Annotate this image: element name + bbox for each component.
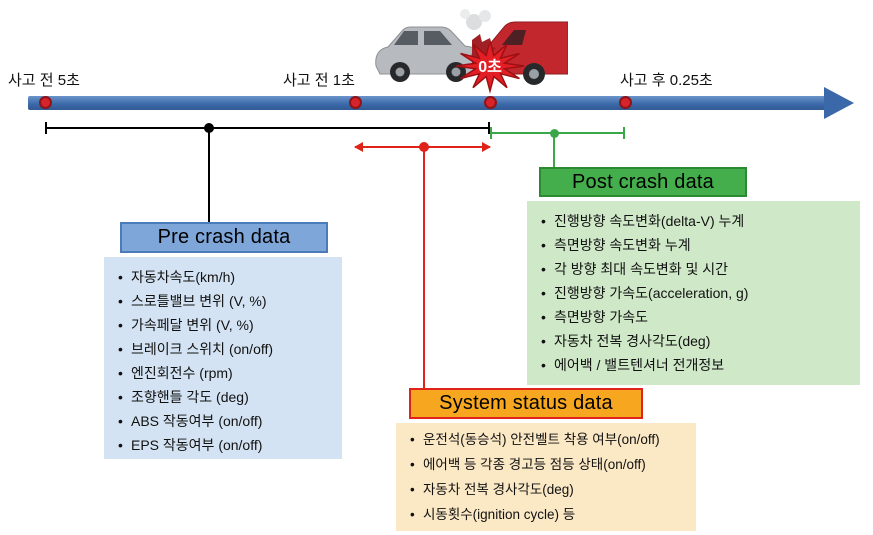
pre-crash-list: 자동차속도(km/h)스로틀밸브 변위 (V, %)가속페달 변위 (V, %)… (104, 257, 342, 463)
list-item: EPS 작동여부 (on/off) (118, 433, 334, 457)
range-tick (623, 127, 625, 139)
pre-crash-range-line (45, 122, 490, 134)
zero-time-label: 0초 (478, 58, 502, 76)
timeline-bar (28, 96, 828, 110)
car-crash-illustration: 0초 (375, 9, 568, 94)
post-crash-header: Post crash data (539, 167, 747, 197)
system-status-connector-line (423, 147, 425, 388)
system-status-box: 운전석(동승석) 안전벨트 착용 여부(on/off)에어백 등 각종 경고등 … (396, 423, 696, 531)
list-item: 자동차속도(km/h) (118, 265, 334, 289)
label-pre-1s: 사고 전 1초 (283, 72, 355, 89)
range-tick (488, 122, 490, 134)
list-item: 진행방향 가속도(acceleration, g) (541, 281, 852, 305)
timeline-marker-zero (484, 96, 497, 109)
list-item: 각 방향 최대 속도변화 및 시간 (541, 257, 852, 281)
smoke-icon (460, 9, 491, 30)
pre-crash-connector-line (208, 128, 210, 222)
post-crash-list: 진행방향 속도변화(delta-V) 누계측면방향 속도변화 누계각 방향 최대… (527, 201, 860, 383)
list-item: 엔진회전수 (rpm) (118, 361, 334, 385)
list-item: ABS 작동여부 (on/off) (118, 409, 334, 433)
list-item: 조향핸들 각도 (deg) (118, 385, 334, 409)
list-item: 스로틀밸브 변위 (V, %) (118, 289, 334, 313)
system-status-header: System status data (409, 388, 643, 419)
list-item: 진행방향 속도변화(delta-V) 누계 (541, 209, 852, 233)
label-pre-5s: 사고 전 5초 (8, 72, 80, 89)
arrow-right-icon (482, 142, 491, 152)
post-crash-connector-line (553, 133, 555, 167)
list-item: 에어백 / 밸트텐셔너 전개정보 (541, 353, 852, 377)
list-item: 브레이크 스위치 (on/off) (118, 337, 334, 361)
range-tick (45, 122, 47, 134)
list-item: 시동횟수(ignition cycle) 등 (410, 502, 688, 527)
timeline-marker-post025 (619, 96, 632, 109)
list-item: 가속페달 변위 (V, %) (118, 313, 334, 337)
list-item: 측면방향 속도변화 누계 (541, 233, 852, 257)
label-post-025s: 사고 후 0.25초 (620, 72, 713, 89)
list-item: 자동차 전복 경사각도(deg) (541, 329, 852, 353)
timeline-marker-pre1 (349, 96, 362, 109)
list-item: 측면방향 가속도 (541, 305, 852, 329)
list-item: 운전석(동승석) 안전벨트 착용 여부(on/off) (410, 427, 688, 452)
pre-crash-header: Pre crash data (120, 222, 328, 253)
timeline-arrowhead-icon (824, 87, 854, 119)
system-status-list: 운전석(동승석) 안전벨트 착용 여부(on/off)에어백 등 각종 경고등 … (396, 423, 696, 533)
left-car-icon (375, 26, 486, 82)
arrow-left-icon (354, 142, 363, 152)
pre-crash-box: 자동차속도(km/h)스로틀밸브 변위 (V, %)가속페달 변위 (V, %)… (104, 257, 342, 459)
range-tick (490, 127, 492, 139)
list-item: 에어백 등 각종 경고등 점등 상태(on/off) (410, 452, 688, 477)
crash-burst-icon: 0초 (455, 38, 525, 94)
timeline-marker-pre5 (39, 96, 52, 109)
list-item: 자동차 전복 경사각도(deg) (410, 477, 688, 502)
post-crash-box: 진행방향 속도변화(delta-V) 누계측면방향 속도변화 누계각 방향 최대… (527, 201, 860, 385)
